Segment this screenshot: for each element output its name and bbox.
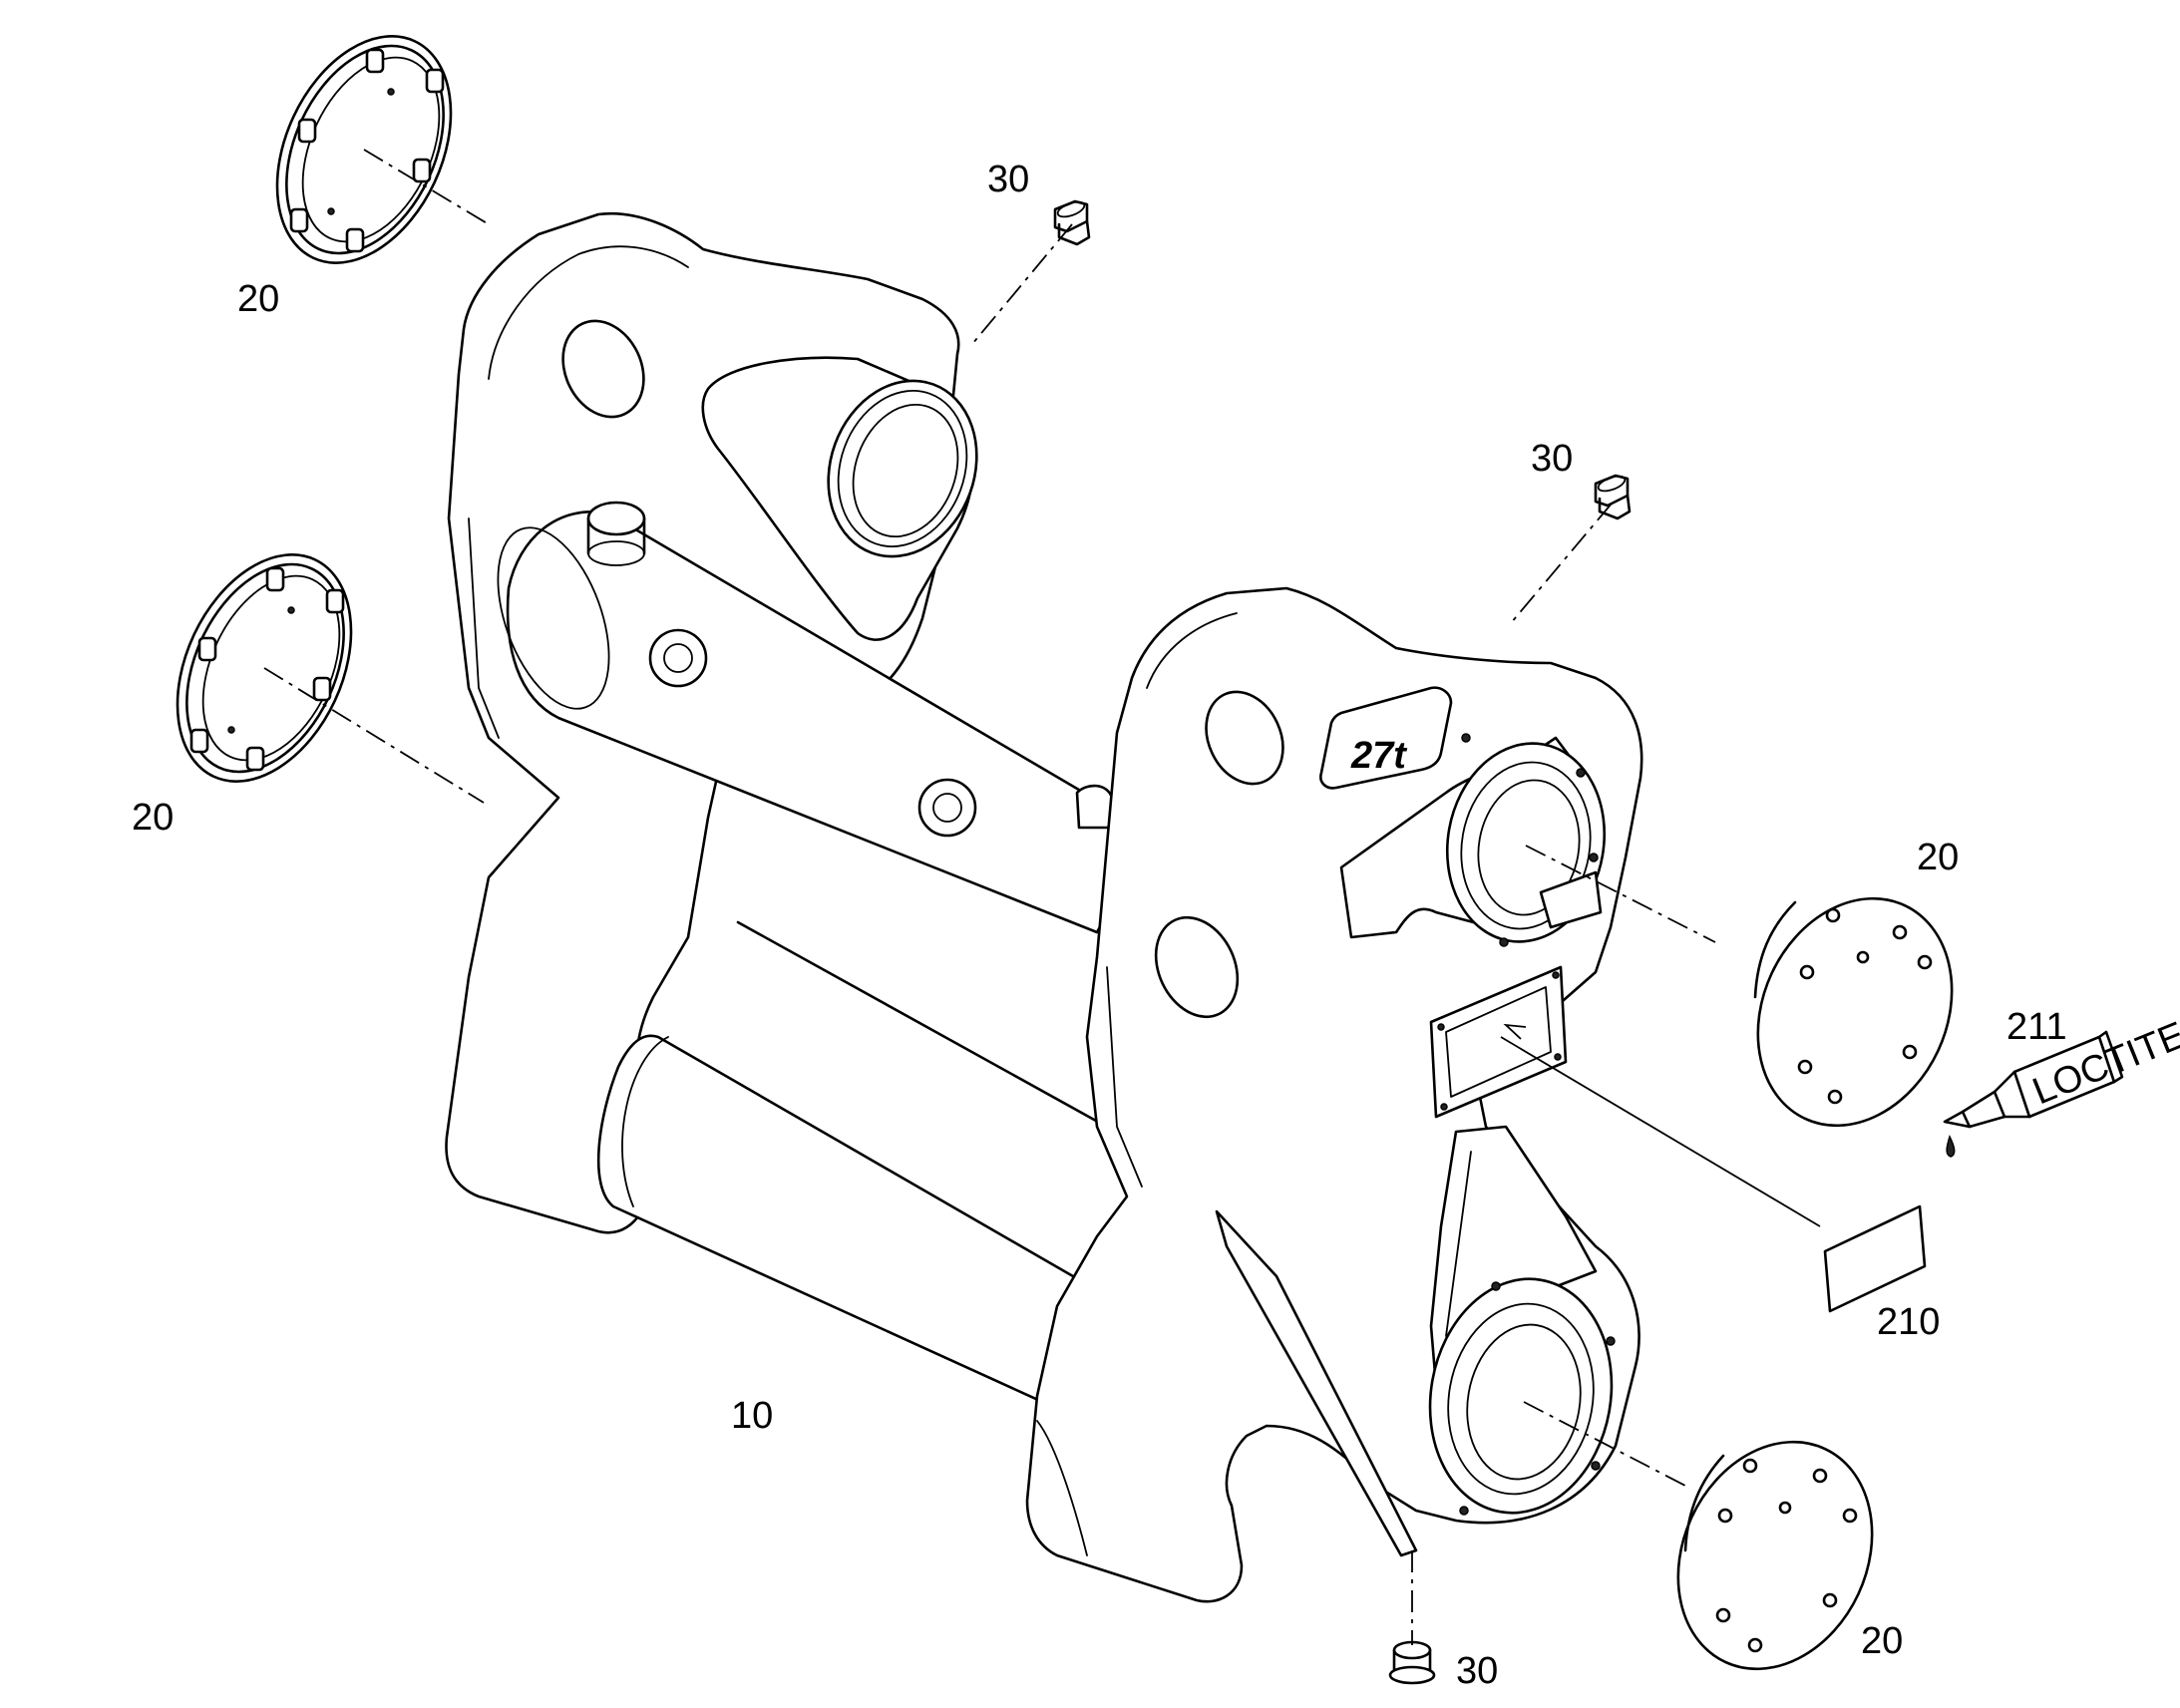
- plug-30-mid: [1594, 474, 1632, 520]
- callout-20-mid-left: 20: [132, 797, 174, 839]
- cover-20-right-lower: [1676, 1440, 1874, 1671]
- callout-30-top: 30: [987, 159, 1029, 200]
- plug-30-top: [1053, 199, 1091, 246]
- callout-30-bottom: 30: [1456, 1650, 1498, 1692]
- callout-10: 10: [731, 1395, 773, 1437]
- leader-lines: [263, 149, 1821, 1645]
- label-210: [1823, 1204, 1927, 1313]
- callout-20-right-upper: 20: [1917, 837, 1959, 878]
- callout-20-top-left: 20: [237, 278, 279, 320]
- quick-coupler-body: 27t: [445, 211, 1643, 1603]
- callout-211: 211: [2006, 1006, 2067, 1048]
- callout-30-mid: 30: [1531, 438, 1573, 480]
- cover-20-right-upper: [1753, 896, 1954, 1128]
- weight-badge-27t: 27t: [1319, 686, 1453, 790]
- badge-text: 27t: [1350, 735, 1407, 777]
- callout-210: 210: [1877, 1301, 1940, 1343]
- callout-labels: 10 20 20 20 20 30 30 30 210 211: [132, 159, 2067, 1692]
- plug-30-bottom: [1388, 1640, 1436, 1685]
- lower-cross-tube: [596, 1034, 1179, 1438]
- callout-20-right-lower: 20: [1861, 1620, 1903, 1662]
- nameplate: [1429, 965, 1568, 1119]
